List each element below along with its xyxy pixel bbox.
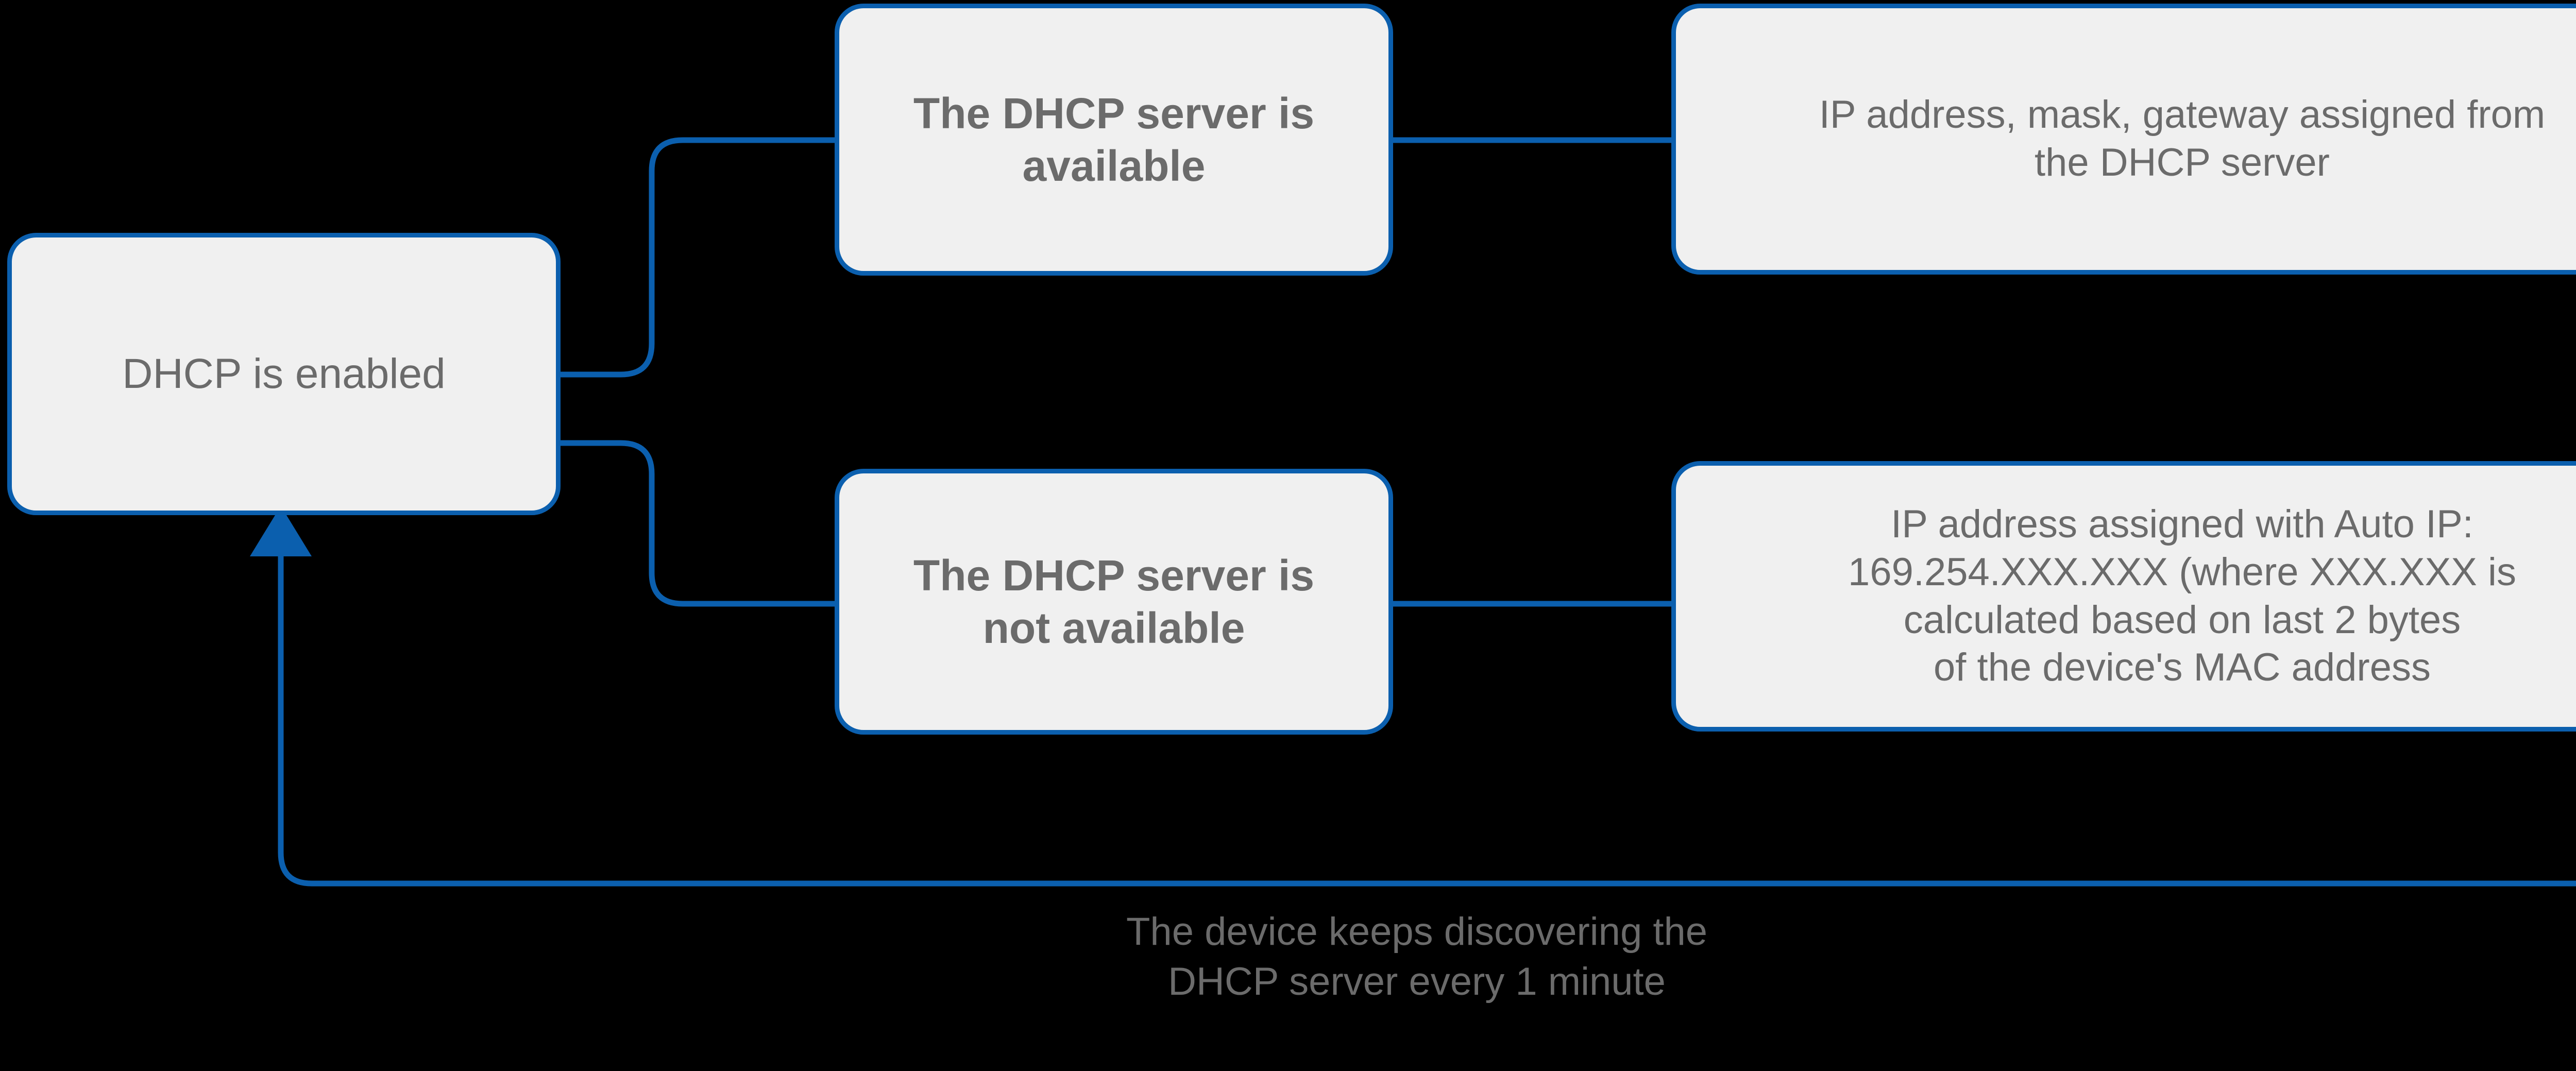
node-dhcp-server-not-available-label: The DHCP server is not available: [913, 551, 1315, 652]
node-dhcp-server-available[interactable]: The DHCP server is available: [835, 4, 1393, 276]
node-dhcp-assigned-result-label: IP address, mask, gateway assigned from …: [1819, 93, 2546, 184]
node-dhcp-server-available-label: The DHCP server is available: [913, 89, 1315, 190]
edge-start-to-server-unavailable: [561, 440, 835, 607]
node-autoip-assigned-result[interactable]: IP address assigned with Auto IP: 169.25…: [1671, 461, 2576, 732]
feedback-loop-caption: The device keeps discovering the DHCP se…: [1126, 910, 1707, 1004]
node-dhcp-assigned-result[interactable]: IP address, mask, gateway assigned from …: [1671, 4, 2576, 275]
node-dhcp-is-enabled-label: DHCP is enabled: [122, 350, 446, 397]
node-dhcp-is-enabled[interactable]: DHCP is enabled: [7, 233, 561, 515]
node-dhcp-server-not-available[interactable]: The DHCP server is not available: [835, 469, 1393, 735]
edge-start-to-server-available: [561, 137, 835, 378]
node-autoip-assigned-result-label: IP address assigned with Auto IP: 169.25…: [1848, 502, 2516, 690]
